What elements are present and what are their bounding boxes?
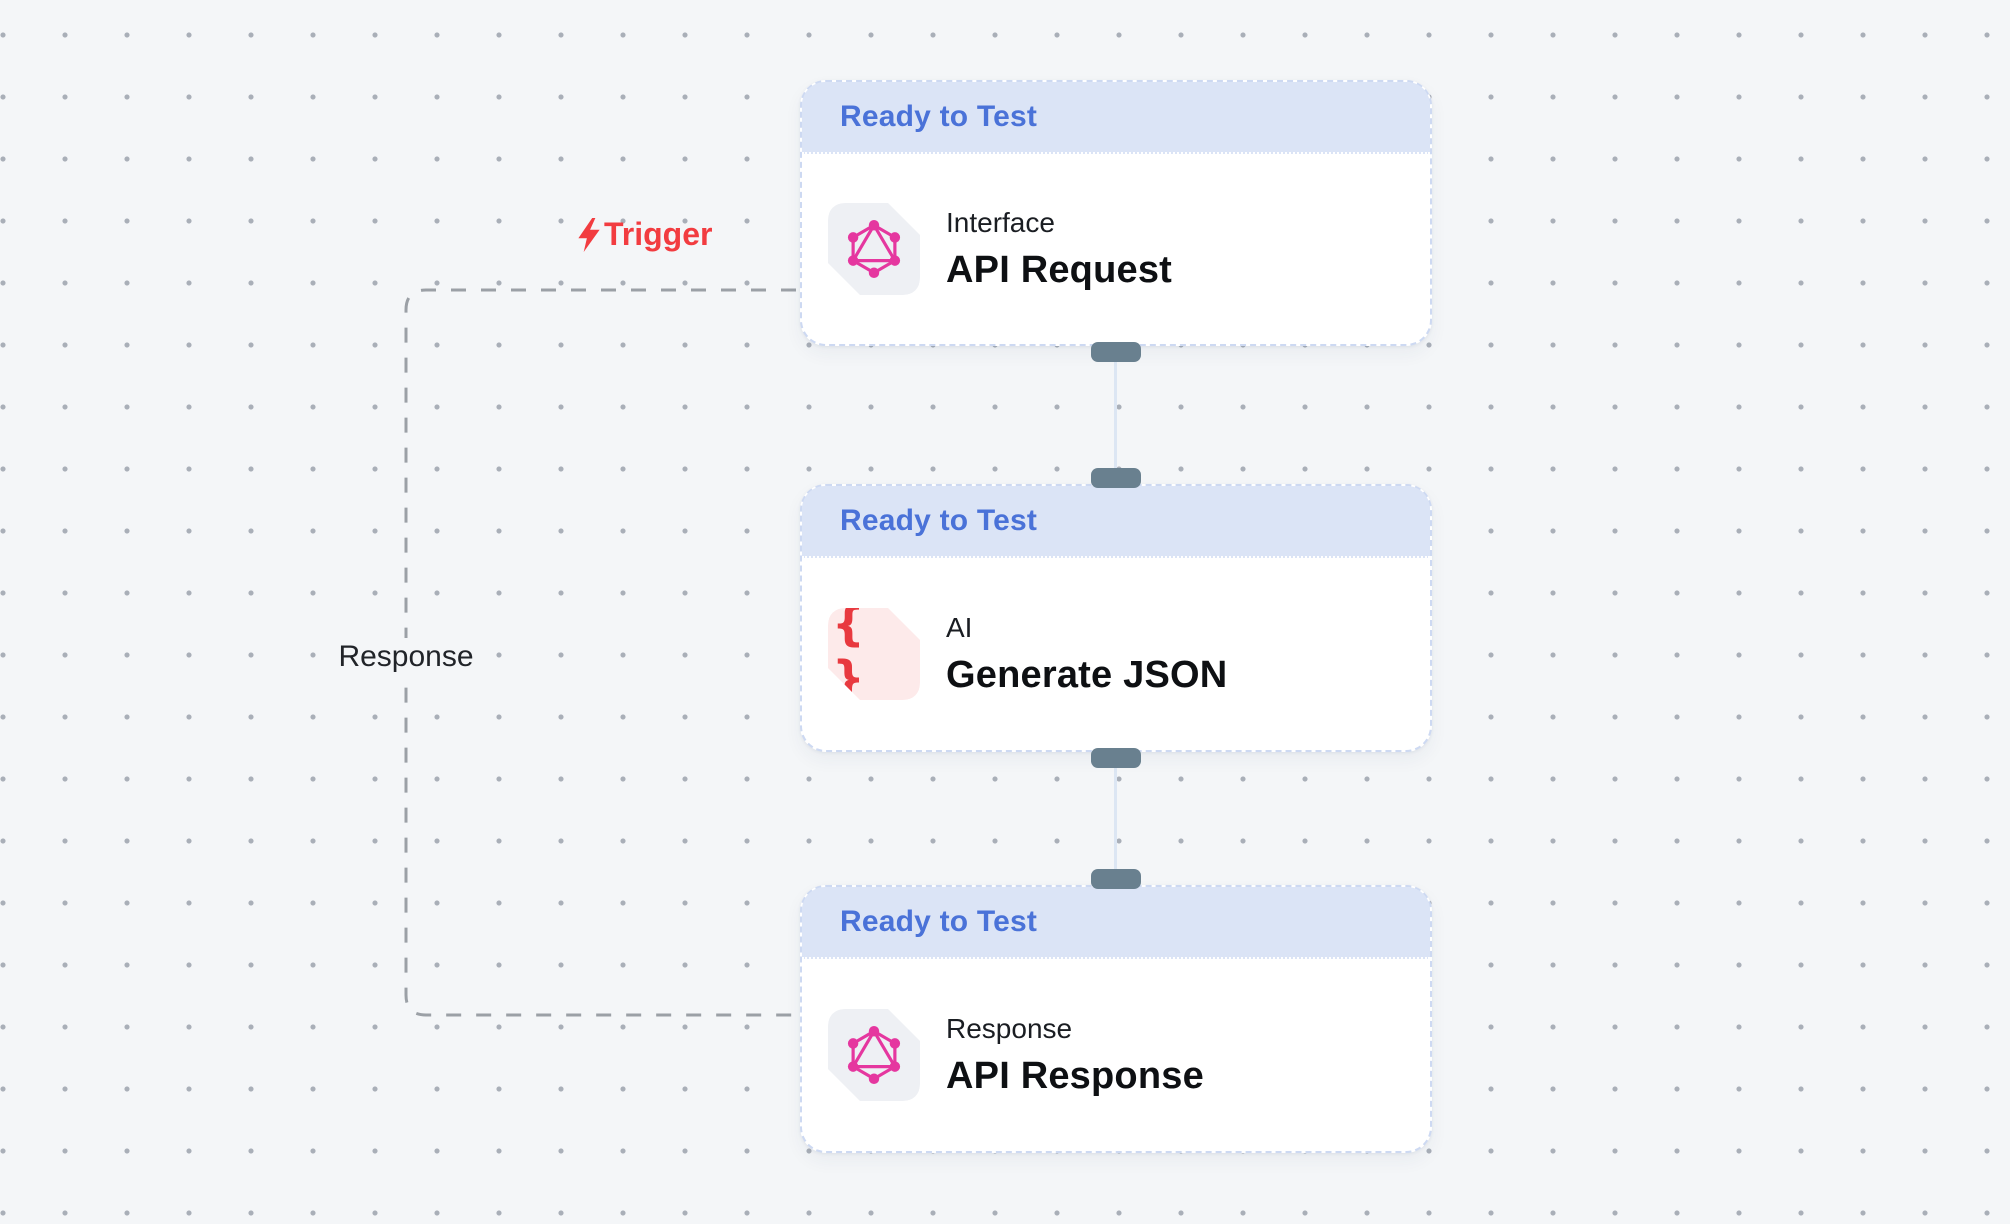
edge-node1-node2 <box>1114 346 1117 484</box>
node-status-text: Ready to Test <box>840 905 1038 938</box>
handle-node2-top[interactable] <box>1091 468 1141 488</box>
lightning-bolt-icon <box>578 217 600 252</box>
graphql-icon <box>828 1009 920 1101</box>
node-status-text: Ready to Test <box>840 100 1038 133</box>
node-status-badge: Ready to Test <box>802 82 1430 154</box>
node-title: API Response <box>946 1055 1204 1097</box>
node-status-text: Ready to Test <box>840 504 1038 537</box>
node-status-badge: Ready to Test <box>802 887 1430 959</box>
node-category: Response <box>946 1013 1073 1044</box>
edge-node2-node3 <box>1114 752 1117 885</box>
graphql-icon <box>828 203 920 295</box>
curly-braces-icon: { } <box>828 608 920 700</box>
node-body: { } AI Generate JSON <box>802 558 1430 750</box>
response-edge-label: Response <box>326 638 486 676</box>
node-category: AI <box>946 612 973 643</box>
node-title: Generate JSON <box>946 654 1228 696</box>
handle-node3-top[interactable] <box>1091 869 1141 889</box>
trigger-label-text: Trigger <box>604 216 713 252</box>
node-title: API Request <box>946 249 1173 291</box>
node-status-badge: Ready to Test <box>802 486 1430 558</box>
node-api-response[interactable]: Ready to Test Response API <box>800 885 1432 1153</box>
handle-node2-bottom[interactable] <box>1091 748 1141 768</box>
node-category: Interface <box>946 207 1055 238</box>
node-body: Interface API Request <box>802 154 1430 344</box>
trigger-label: Trigger <box>576 216 712 253</box>
braces-glyph: { } <box>832 597 869 705</box>
node-body: Response API Response <box>802 959 1430 1151</box>
node-api-request[interactable]: Ready to Test Interface AP <box>800 80 1432 346</box>
node-generate-json[interactable]: Ready to Test { } AI Generate JSON <box>800 484 1432 752</box>
handle-node1-bottom[interactable] <box>1091 342 1141 362</box>
